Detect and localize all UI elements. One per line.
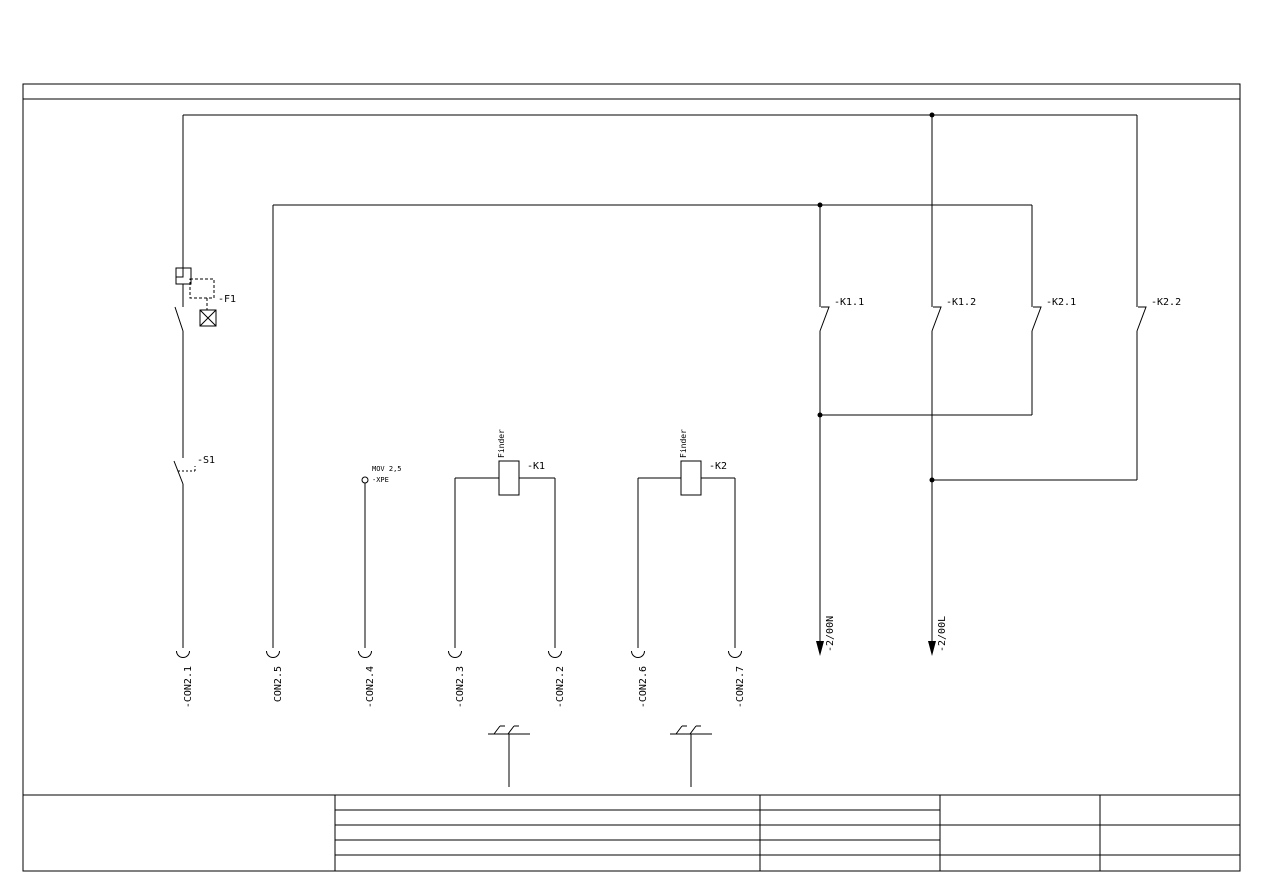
border-rect — [22, 83, 1241, 872]
coil-icon — [498, 460, 520, 496]
terminal-label: -CON2.3 — [455, 666, 466, 708]
terminal-con2-2: -CON2.2 — [548, 650, 566, 708]
terminal-label: CON2.5 — [273, 666, 284, 702]
terminal-label: -CON2.7 — [735, 666, 746, 708]
contact-label: -K1.1 — [834, 297, 864, 308]
test-button-icon — [199, 309, 217, 327]
coil-label: -K2 — [709, 461, 727, 472]
terminal-con2-3: -CON2.3 — [448, 650, 466, 708]
reference-arrow-icon — [816, 641, 824, 656]
breaker-f1: -F1 — [174, 267, 236, 332]
socket-icon — [631, 650, 645, 658]
contact-label: -K1.2 — [946, 297, 976, 308]
junction-dot — [929, 477, 935, 483]
wire-reference-n: -2/00N — [816, 616, 836, 656]
breaker-label: -F1 — [218, 294, 236, 305]
switch-blade — [173, 460, 184, 485]
socket-icon — [358, 650, 372, 658]
drawing-frame — [22, 83, 1241, 872]
title-block-grid — [23, 794, 1240, 871]
circuit-wires — [182, 112, 1138, 648]
socket-icon — [548, 650, 562, 658]
socket-icon — [448, 650, 462, 658]
contact-mirror-icon — [670, 725, 712, 787]
contact-mirror-k1 — [488, 725, 530, 787]
coil-brand: Finder — [497, 429, 506, 458]
contact-mirror-icon — [488, 725, 530, 787]
wire-network — [182, 114, 1138, 648]
title-block — [23, 794, 1240, 871]
contact-k1-2: -K1.2 — [931, 297, 976, 332]
terminal-label: -CON2.4 — [365, 666, 376, 708]
contact-mirror-k2 — [670, 725, 712, 787]
terminal-con2-4: -CON2.4 — [358, 650, 376, 708]
relay-coil-k2: Finder -K2 — [679, 429, 727, 496]
junction-dot — [817, 202, 823, 208]
switch-label: -S1 — [197, 455, 215, 466]
wire-reference-l: -2/00L — [928, 616, 948, 656]
no-contact-icon — [819, 306, 830, 332]
pe-label: -XPE — [372, 476, 389, 484]
terminal-con2-1: -CON2.1 — [176, 650, 194, 708]
reference-label: -2/00N — [825, 616, 836, 652]
junction-dot — [929, 112, 935, 118]
reference-label: -2/00L — [937, 616, 948, 652]
terminal-con2-6: -CON2.6 — [631, 650, 649, 708]
breaker-contact-blade — [174, 284, 184, 332]
pe-point-icon — [361, 476, 369, 484]
relay-coil-k1: Finder -K1 — [497, 429, 545, 496]
coil-label: -K1 — [527, 461, 545, 472]
coil-icon — [680, 460, 702, 496]
no-contact-icon — [1136, 306, 1147, 332]
junction-dot — [817, 412, 823, 418]
switch-s1: -S1 — [173, 455, 215, 485]
terminal-con2-5: CON2.5 — [266, 650, 284, 702]
breaker-dashed-box — [189, 278, 215, 299]
contact-k1-1: -K1.1 — [819, 297, 864, 332]
contact-label: -K2.1 — [1046, 297, 1076, 308]
socket-icon — [176, 650, 190, 658]
terminal-label: -CON2.1 — [183, 666, 194, 708]
socket-icon — [728, 650, 742, 658]
terminal-con2-7: -CON2.7 — [728, 650, 746, 708]
test-button-cross — [199, 309, 217, 327]
switch-link-dashed — [178, 466, 196, 472]
contact-k2-2: -K2.2 — [1136, 297, 1181, 332]
pe-terminal-xpe: MOV 2,5 -XPE — [361, 465, 402, 484]
coil-brand: Finder — [679, 429, 688, 458]
no-contact-icon — [1031, 306, 1042, 332]
socket-icon — [266, 650, 280, 658]
thermal-element-detail — [176, 268, 184, 278]
contact-k2-1: -K2.1 — [1031, 297, 1076, 332]
terminal-label: -CON2.6 — [638, 666, 649, 708]
no-contact-icon — [931, 306, 942, 332]
contact-label: -K2.2 — [1151, 297, 1181, 308]
wire-note: MOV 2,5 — [372, 465, 402, 473]
reference-arrow-icon — [928, 641, 936, 656]
terminal-label: -CON2.2 — [555, 666, 566, 708]
